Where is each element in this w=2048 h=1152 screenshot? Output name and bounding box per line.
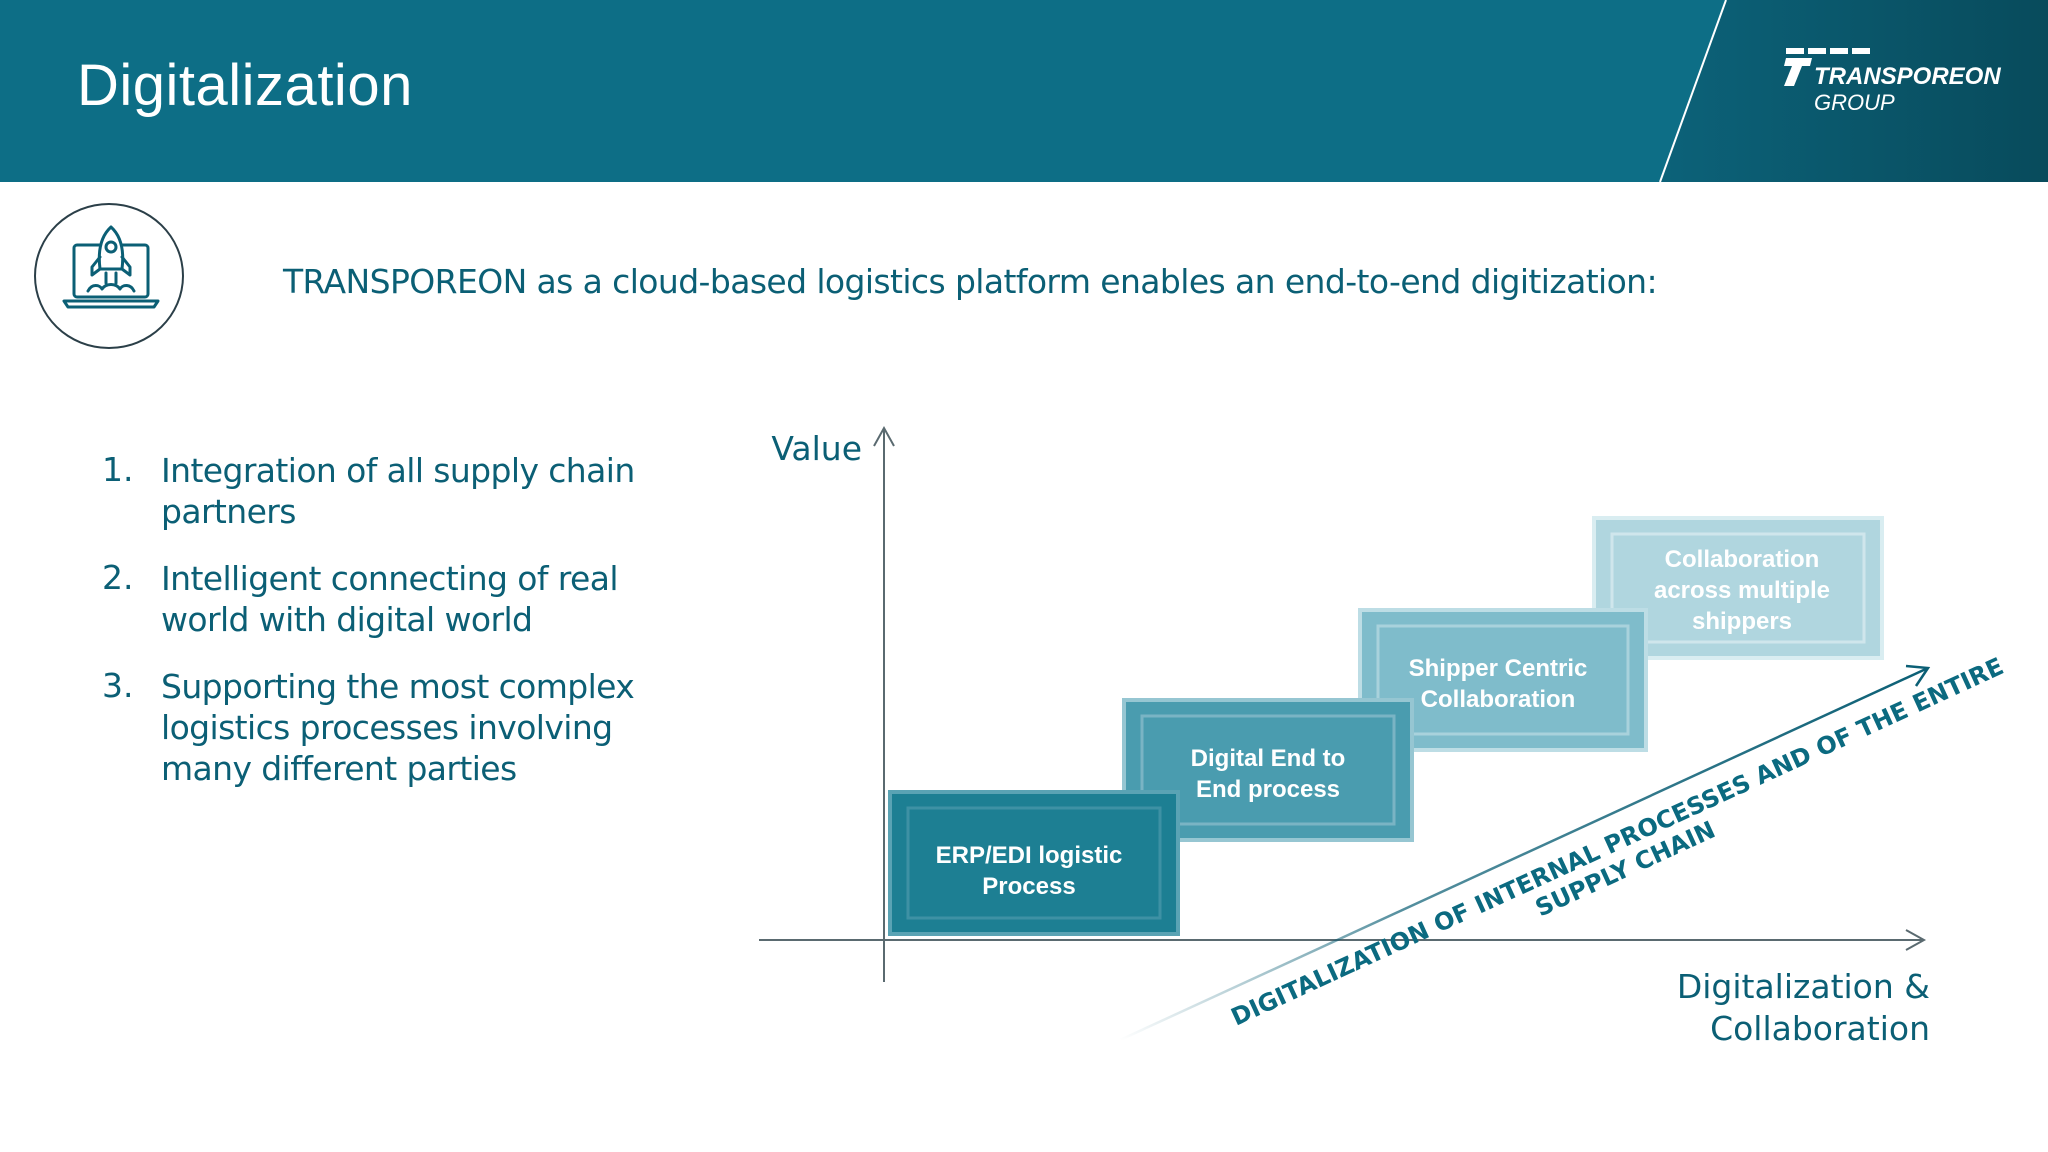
page-title: Digitalization bbox=[77, 53, 413, 118]
list-number: 1. bbox=[102, 450, 134, 489]
list-text: Supporting the most complex logistics pr… bbox=[161, 667, 635, 788]
list-text: Intelligent connecting of real world wit… bbox=[161, 559, 619, 639]
transporeon-logo[interactable]: TRANSPOREON GROUP bbox=[1782, 44, 2002, 124]
step-label: Process bbox=[982, 873, 1075, 900]
hero-icon-circle bbox=[34, 203, 184, 349]
step-label: Shipper Centric bbox=[1409, 655, 1588, 682]
digitalization-arrowhead bbox=[1905, 664, 1931, 687]
intro-text: TRANSPOREON as a cloud-based logistics p… bbox=[283, 262, 1658, 301]
step-label: across multiple bbox=[1654, 577, 1830, 604]
step-label: ERP/EDI logistic bbox=[936, 842, 1123, 869]
x-axis-arrowhead bbox=[1905, 929, 1927, 951]
step-label: Digital End to bbox=[1191, 745, 1346, 772]
header-accent bbox=[1659, 0, 2048, 182]
list-item: 2. Intelligent connecting of real world … bbox=[100, 558, 660, 640]
step-box-4: Collaboration across multiple shippers bbox=[1592, 516, 1884, 660]
feature-list: 1. Integration of all supply chain partn… bbox=[100, 450, 660, 815]
list-item: 3. Supporting the most complex logistics… bbox=[100, 666, 660, 789]
rocket-laptop-icon bbox=[62, 225, 160, 309]
y-axis-arrowhead bbox=[873, 425, 895, 447]
list-text: Integration of all supply chain partners bbox=[161, 451, 635, 531]
step-label: shippers bbox=[1692, 608, 1792, 635]
y-axis-label: Value bbox=[771, 429, 862, 468]
digitalization-arrow bbox=[1119, 666, 1929, 1042]
list-number: 3. bbox=[102, 666, 134, 705]
step-label: End process bbox=[1196, 776, 1340, 803]
step-label: Collaboration bbox=[1665, 546, 1820, 573]
logo-brand: TRANSPOREON bbox=[1814, 63, 2001, 90]
logo-subtitle: GROUP bbox=[1814, 90, 1895, 115]
step-box-1: ERP/EDI logistic Process bbox=[888, 790, 1180, 936]
list-number: 2. bbox=[102, 558, 134, 597]
step-label: Collaboration bbox=[1421, 686, 1576, 713]
list-item: 1. Integration of all supply chain partn… bbox=[100, 450, 660, 532]
step-box-2: Digital End to End process bbox=[1122, 698, 1414, 842]
x-axis-label: Digitalization & bbox=[1677, 967, 1930, 1006]
x-axis-label: Collaboration bbox=[1710, 1009, 1930, 1048]
